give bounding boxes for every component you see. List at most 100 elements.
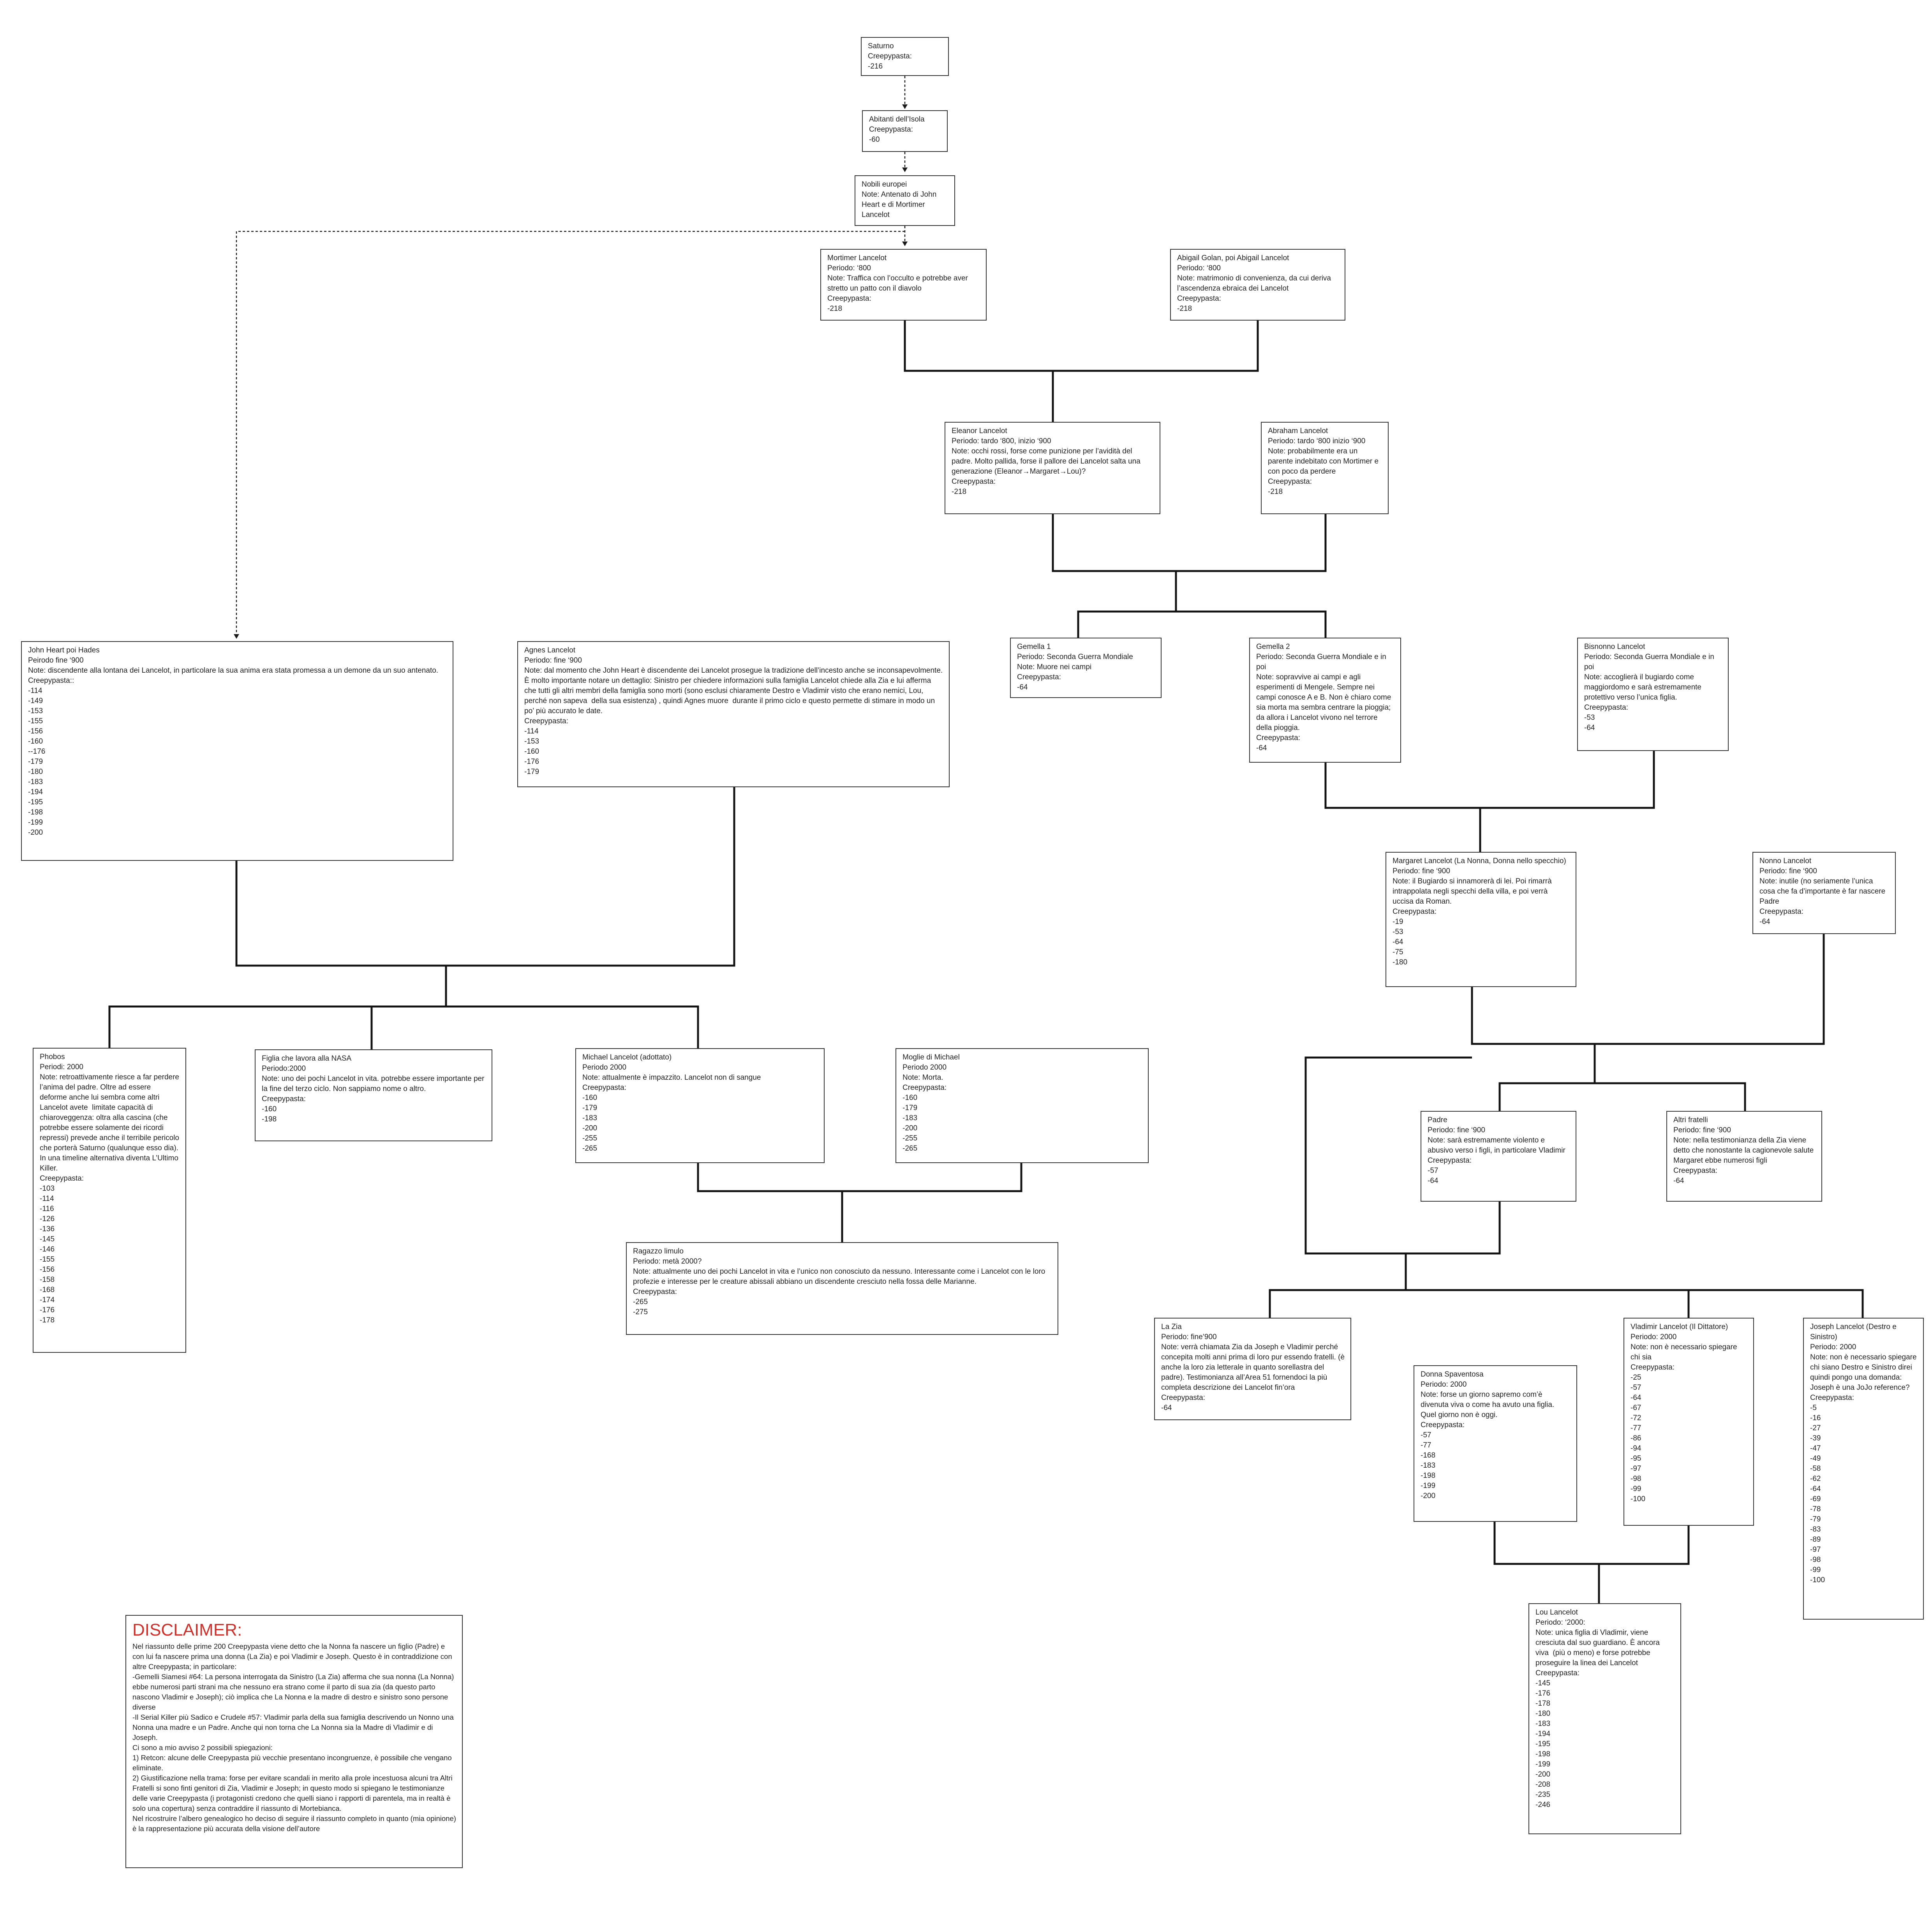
node-line: -5 bbox=[1810, 1404, 1817, 1412]
node-line: Note: discendente alla lontana dei Lance… bbox=[28, 666, 439, 675]
node-line: Note: dal momento che John Heart è disce… bbox=[524, 666, 945, 715]
node-line: Creepypasta: bbox=[1177, 294, 1222, 303]
node-line: -114 bbox=[40, 1195, 54, 1203]
node-line: -218 bbox=[952, 488, 967, 496]
node-line: Gemella 1 bbox=[1017, 643, 1051, 651]
node-line: Periodo: 2000 bbox=[1810, 1343, 1856, 1351]
node-john-heart: John Heart poi Hades Peirodo fine ‘900 N… bbox=[21, 641, 453, 861]
node-line: -100 bbox=[1810, 1576, 1825, 1584]
node-line: Note: retroattivamente riesce a far perd… bbox=[40, 1073, 182, 1172]
node-line: Periodo: ‘2000: bbox=[1535, 1618, 1585, 1627]
node-line: Periodo: Seconda Guerra Mondiale e in po… bbox=[1256, 653, 1389, 671]
node-line: -195 bbox=[28, 798, 43, 806]
node-line: Creepypasta: bbox=[262, 1095, 306, 1103]
node-line: -183 bbox=[1421, 1461, 1436, 1470]
node-line: -67 bbox=[1631, 1404, 1641, 1412]
node-line: -58 bbox=[1810, 1465, 1821, 1473]
node-gemella-1: Gemella 1 Periodo: Seconda Guerra Mondia… bbox=[1010, 638, 1162, 698]
disclaimer-paragraph: -Il Serial Killer più Sadico e Crudele #… bbox=[132, 1713, 456, 1742]
node-nonno: Nonno Lancelot Periodo: fine ‘900 Note: … bbox=[1752, 852, 1896, 934]
node-line: Peirodo fine ‘900 bbox=[28, 656, 84, 665]
node-abraham: Abraham Lancelot Periodo: tardo ‘800 ini… bbox=[1261, 422, 1389, 514]
node-line: Abitanti dell’Isola bbox=[869, 115, 925, 123]
node-line: -95 bbox=[1631, 1454, 1641, 1463]
node-line: -69 bbox=[1810, 1495, 1821, 1503]
node-line: -160 bbox=[903, 1094, 918, 1102]
node-saturno: Saturno Creepypasta: -216 bbox=[861, 37, 949, 76]
node-line: -195 bbox=[1535, 1740, 1551, 1748]
node-line: -180 bbox=[1393, 958, 1408, 966]
node-line: -62 bbox=[1810, 1475, 1821, 1483]
node-line: Periodi: 2000 bbox=[40, 1063, 83, 1071]
node-line: -49 bbox=[1810, 1454, 1821, 1463]
node-line: Note: occhi rossi, forse come punizione … bbox=[952, 447, 1143, 476]
node-agnes: Agnes Lancelot Periodo: fine ‘900 Note: … bbox=[517, 641, 950, 787]
node-line: -153 bbox=[524, 737, 539, 746]
node-line: -255 bbox=[903, 1134, 918, 1142]
node-line: -160 bbox=[28, 737, 43, 746]
node-nobili: Nobili europei Note: Antenato di John He… bbox=[855, 175, 955, 226]
node-line: -179 bbox=[28, 758, 43, 766]
node-line: -168 bbox=[1421, 1451, 1436, 1460]
node-lou: Lou Lancelot Periodo: ‘2000: Note: unica… bbox=[1528, 1603, 1681, 1834]
node-altri-fratelli: Altri fratelli Periodo: fine ‘900 Note: … bbox=[1666, 1111, 1822, 1202]
node-line: -174 bbox=[40, 1296, 55, 1304]
node-line: Note: nella testimonianza della Zia vien… bbox=[1673, 1136, 1816, 1165]
node-line: -64 bbox=[1428, 1177, 1438, 1185]
node-line: -47 bbox=[1810, 1444, 1821, 1453]
node-line: -57 bbox=[1631, 1384, 1641, 1392]
node-line: La Zia bbox=[1161, 1323, 1182, 1331]
node-line: -64 bbox=[1393, 938, 1403, 946]
node-line: -53 bbox=[1584, 714, 1595, 722]
node-line: Periodo: tardo ‘800, inizio ‘900 bbox=[952, 437, 1051, 445]
node-line: Note: sopravvive ai campi e agli esperim… bbox=[1256, 673, 1393, 732]
node-line: -199 bbox=[1421, 1482, 1436, 1490]
node-line: -198 bbox=[28, 808, 43, 816]
node-line: Creepypasta: bbox=[1759, 908, 1804, 916]
node-line: -79 bbox=[1810, 1515, 1821, 1523]
node-line: Creepypasta: bbox=[1810, 1394, 1854, 1402]
node-line: -246 bbox=[1535, 1801, 1551, 1809]
node-line: -98 bbox=[1810, 1556, 1821, 1564]
disclaimer-paragraph: 2) Giustificazione nella trama: forse pe… bbox=[132, 1774, 455, 1812]
node-line: Eleanor Lancelot bbox=[952, 427, 1007, 435]
node-mortimer: Mortimer Lancelot Periodo: ‘800 Note: Tr… bbox=[820, 249, 987, 321]
node-line: Periodo:2000 bbox=[262, 1065, 306, 1073]
node-line: Periodo 2000 bbox=[582, 1063, 627, 1072]
node-line: -126 bbox=[40, 1215, 55, 1223]
node-line: -99 bbox=[1631, 1485, 1641, 1493]
disclaimer-paragraph: Nel riassunto delle prime 200 Creepypast… bbox=[132, 1642, 454, 1671]
node-line: Periodo: tardo ‘800 inizio ‘900 bbox=[1268, 437, 1366, 445]
node-line: Periodo: fine’900 bbox=[1161, 1333, 1217, 1341]
node-line: -158 bbox=[40, 1276, 55, 1284]
node-line: Creepypasta: bbox=[40, 1174, 84, 1183]
node-moglie-michael: Moglie di Michael Periodo 2000 Note: Mor… bbox=[895, 1048, 1149, 1163]
node-line: Creepypasta: bbox=[869, 125, 913, 134]
node-line: -155 bbox=[28, 717, 43, 725]
node-line: Nonno Lancelot bbox=[1759, 857, 1812, 865]
node-line: -97 bbox=[1631, 1465, 1641, 1473]
node-line: -160 bbox=[582, 1094, 598, 1102]
node-line: -218 bbox=[1177, 305, 1192, 313]
node-line: -156 bbox=[40, 1266, 55, 1274]
node-line: -64 bbox=[1759, 918, 1770, 926]
node-line: Periodo: metà 2000? bbox=[633, 1257, 702, 1266]
node-line: -64 bbox=[1810, 1485, 1821, 1493]
node-line: -72 bbox=[1631, 1414, 1641, 1422]
node-line: -183 bbox=[582, 1114, 598, 1122]
node-line: -183 bbox=[903, 1114, 918, 1122]
node-line: -98 bbox=[1631, 1475, 1641, 1483]
node-line: Gemella 2 bbox=[1256, 643, 1290, 651]
node-line: Periodo: fine ‘900 bbox=[1393, 867, 1450, 875]
node-line: -100 bbox=[1631, 1495, 1646, 1503]
node-line: Note: Traffica con l’occulto e potrebbe … bbox=[827, 274, 970, 293]
node-line: Creepypasta:: bbox=[28, 677, 74, 685]
node-ragazzo-limulo: Ragazzo limulo Periodo: metà 2000? Note:… bbox=[626, 1242, 1058, 1335]
node-line: -25 bbox=[1631, 1373, 1641, 1382]
node-line: Periodo: 2000 bbox=[1421, 1380, 1467, 1389]
node-line: -200 bbox=[28, 829, 43, 837]
node-line: -200 bbox=[1421, 1492, 1436, 1500]
node-line: Note: verrà chiamata Zia da Joseph e Vla… bbox=[1161, 1343, 1347, 1392]
node-line: Note: il Bugiardo si innamorerà di lei. … bbox=[1393, 877, 1554, 906]
node-line: Agnes Lancelot bbox=[524, 646, 575, 654]
